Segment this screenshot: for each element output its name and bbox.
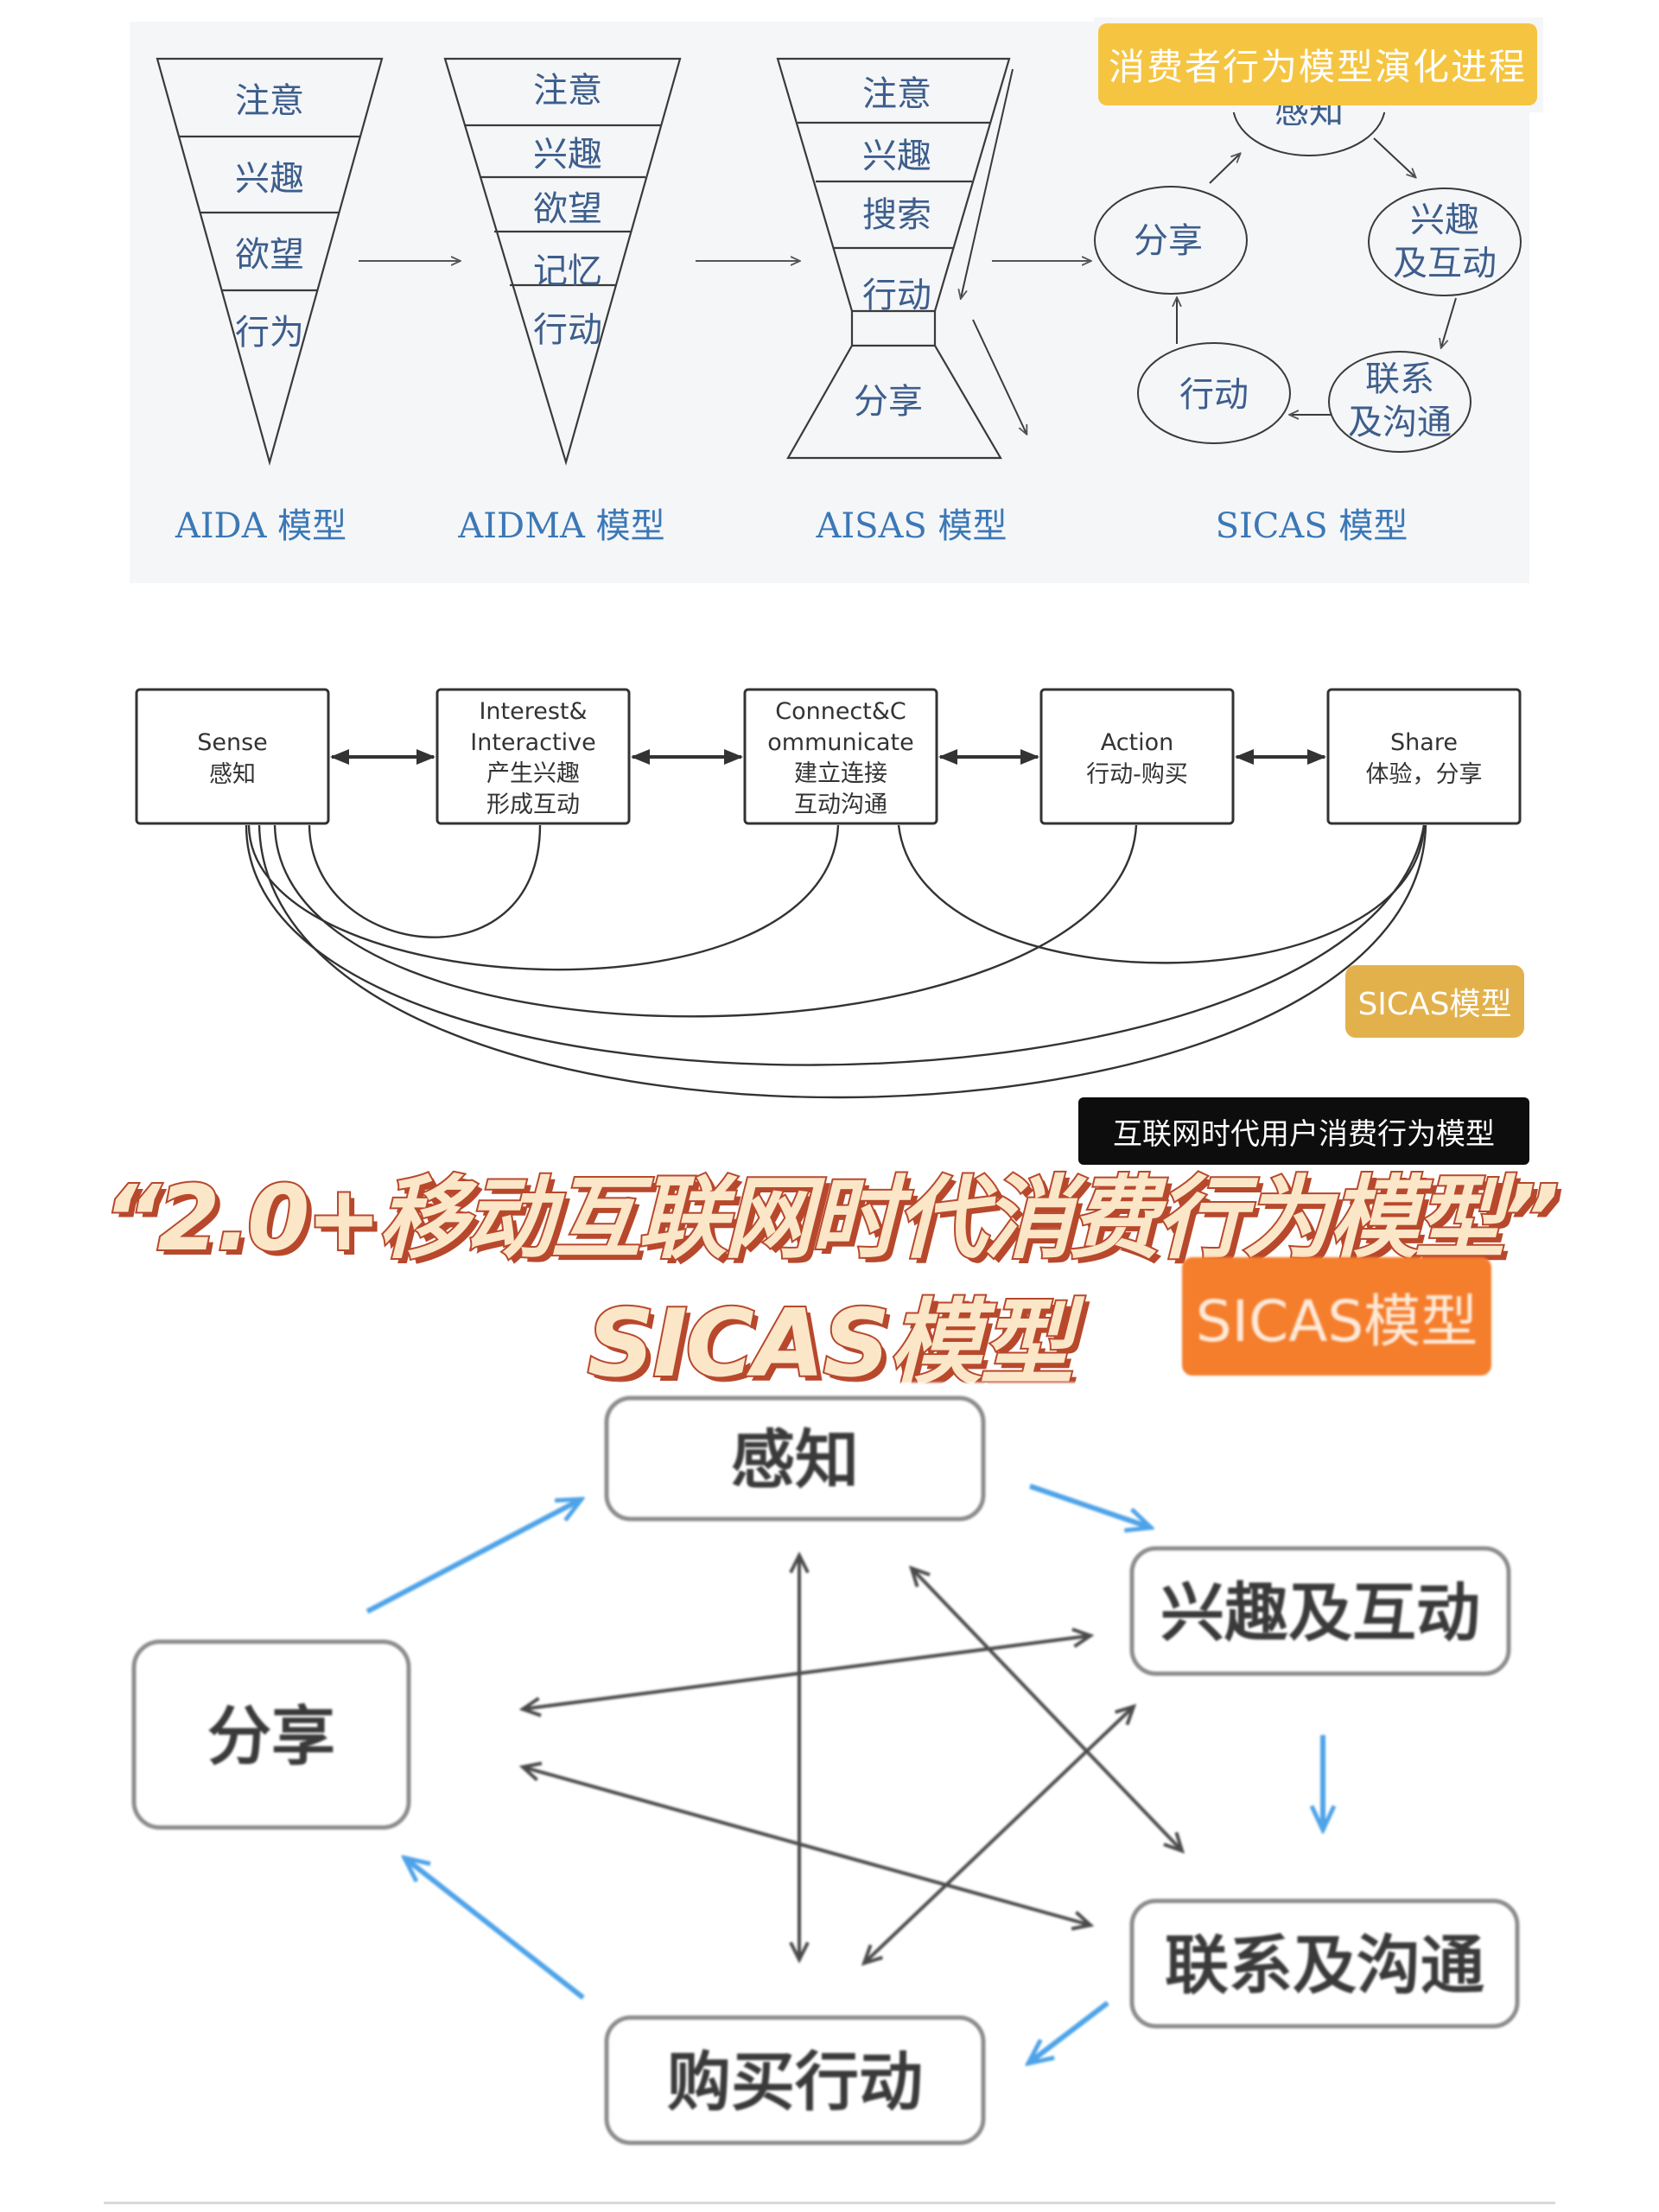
sicas-orange-tag: SICAS模型 (1182, 1257, 1491, 1376)
network-node-sense: 感知 (731, 1423, 859, 1497)
aidma-funnel (443, 57, 682, 466)
box-action-line: Action (1101, 729, 1174, 756)
box-sense-line: 感知 (209, 761, 256, 788)
evolution-tag: 消费者行为模型演化进程 (1098, 23, 1537, 105)
box-action-line: 行动-购买 (1086, 761, 1188, 788)
sicas-node-label: 及互动 (1393, 244, 1497, 283)
aidma-level: 欲望 (533, 189, 602, 229)
box-sense-line: Sense (197, 729, 268, 756)
sicas-cycle (1094, 54, 1522, 453)
aidma-level: 注意 (533, 71, 602, 111)
sicas-arcs (245, 824, 1427, 1099)
headline-title: “2.0+移动互联网时代消费行为模型” (101, 1164, 1560, 1273)
aida-level: 欲望 (235, 235, 304, 275)
sicas-node-label: 兴趣 (1410, 200, 1479, 240)
box-interest-line: Interactive (470, 729, 595, 756)
box-connect-line: Connect&C (775, 698, 906, 725)
aidma-level: 兴趣 (533, 135, 602, 175)
box-connect-line: ommunicate (767, 729, 913, 756)
aida-caption: AIDA 模型 (175, 506, 346, 546)
network-node-connect: 联系及沟通 (1165, 1929, 1484, 2003)
aisas-level: 搜索 (862, 195, 931, 235)
sicas-node-label: 分享 (1134, 221, 1203, 261)
aisas-caption: AISAS 模型 (815, 506, 1007, 546)
internet-model-tag: 互联网时代用户消费行为模型 (1078, 1097, 1529, 1165)
sicas-flow-diagram: Sense 感知 Interest& Interactive 产生兴趣 形成互动… (135, 688, 1522, 1099)
box-share-line: 体验，分享 (1366, 761, 1483, 788)
aisas-level: 注意 (862, 74, 931, 114)
box-share-line: Share (1390, 729, 1458, 756)
aida-level: 兴趣 (235, 159, 304, 199)
sicas-node-label: 行动 (1179, 375, 1249, 415)
aida-funnel (156, 57, 384, 467)
cross-arrows (523, 1555, 1182, 1963)
aida-level: 行为 (235, 313, 304, 353)
bottom-divider (104, 2202, 1555, 2204)
aidma-caption: AIDMA 模型 (457, 506, 664, 546)
aidma-level: 行动 (533, 310, 602, 350)
aisas-level: 分享 (854, 382, 923, 422)
network-node-action: 购买行动 (667, 2045, 923, 2120)
network-node-share: 分享 (207, 1700, 335, 1774)
aisas-level: 兴趣 (862, 137, 931, 176)
aisas-funnel (776, 57, 1027, 460)
aidma-level: 记忆 (533, 251, 602, 291)
sicas-caption: SICAS 模型 (1216, 506, 1408, 546)
box-interest-line: Interest& (479, 698, 587, 725)
sicas-boxes (135, 688, 1522, 825)
aida-level: 注意 (235, 81, 304, 121)
box-connect-line: 建立连接 (794, 760, 887, 787)
box-connect-line: 互动沟通 (794, 791, 887, 818)
panel3-boxes (131, 1395, 1520, 2145)
flow-arrows (365, 1484, 1323, 2063)
box-interest-line: 产生兴趣 (486, 760, 580, 787)
box-interest-line: 形成互动 (486, 791, 580, 818)
sicas-node-label: 联系 (1365, 359, 1434, 399)
sicas-node-label: 及沟通 (1348, 403, 1452, 442)
panel1-background (130, 22, 1529, 583)
network-node-interest: 兴趣及互动 (1160, 1576, 1480, 1650)
aisas-level: 行动 (862, 276, 931, 315)
sicas-tag: SICAS模型 (1345, 965, 1524, 1038)
headline-subtitle: SICAS模型 (586, 1288, 1076, 1400)
